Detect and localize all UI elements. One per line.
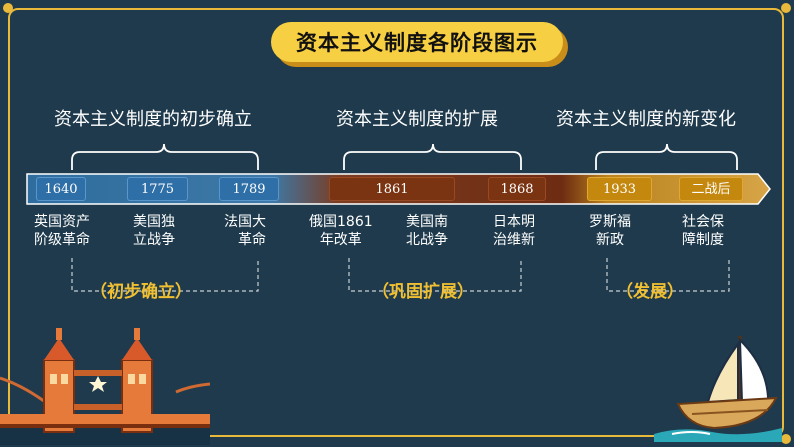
year-box-1789: 1789	[219, 177, 279, 201]
slide-frame	[8, 8, 784, 437]
stage-label-establish: 资本主义制度的初步确立	[54, 109, 252, 130]
tower-bridge-icon	[0, 328, 210, 445]
event-line: 美国独	[133, 214, 175, 230]
summary-change: （发展）	[616, 282, 684, 302]
event-label-social-security: 社会保 障制度	[682, 213, 724, 249]
event-line: 阶级革命	[34, 232, 90, 248]
stage-label-change: 资本主义制度的新变化	[556, 109, 736, 130]
corner-dot	[3, 3, 13, 13]
event-line: 革命	[238, 232, 266, 248]
bracket-change	[595, 143, 738, 170]
year-box-1640: 1640	[36, 177, 86, 201]
sailboat-icon	[654, 336, 782, 442]
event-line: 美国南	[406, 214, 448, 230]
event-line: 北战争	[406, 232, 448, 248]
year-box-1775: 1775	[127, 177, 188, 201]
event-line: 法国大	[224, 214, 266, 230]
dashed-connector-establish	[71, 258, 259, 292]
event-line: 日本明	[493, 214, 535, 230]
event-line: 立战争	[133, 232, 175, 248]
event-label-french-revolution: 法国大 革命	[224, 213, 266, 249]
corner-dot	[781, 434, 791, 444]
stage-label-expand: 资本主义制度的扩展	[336, 109, 498, 130]
year-box-1933: 1933	[587, 177, 652, 201]
event-label-new-deal: 罗斯福 新政	[589, 213, 631, 249]
event-label-meiji-restoration: 日本明 治维新	[493, 213, 535, 249]
event-line: 罗斯福	[589, 214, 631, 230]
event-line: 英国资产	[34, 214, 90, 230]
corner-dot	[781, 3, 791, 13]
page-title: 资本主义制度各阶段图示	[271, 22, 563, 62]
bracket-establish	[71, 143, 259, 170]
event-label-american-independence: 美国独 立战争	[133, 213, 175, 249]
summary-establish: （初步确立）	[90, 282, 192, 302]
year-box-postwar: 二战后	[679, 177, 743, 201]
year-box-1861: 1861	[329, 177, 455, 201]
bracket-expand	[343, 143, 522, 170]
event-label-american-civil-war: 美国南 北战争	[406, 213, 448, 249]
event-line: 新政	[596, 232, 624, 248]
event-label-english-revolution: 英国资产 阶级革命	[34, 213, 90, 249]
event-line: 障制度	[682, 232, 724, 248]
event-line: 治维新	[493, 232, 535, 248]
dashed-connector-change	[606, 258, 730, 292]
dashed-connector-expand	[348, 258, 522, 292]
event-line: 俄国1861	[309, 214, 373, 230]
year-box-1868: 1868	[488, 177, 546, 201]
event-line: 社会保	[682, 214, 724, 230]
event-label-russian-reform: 俄国1861 年改革	[309, 213, 373, 249]
summary-expand: （巩固扩展）	[372, 282, 474, 302]
event-line: 年改革	[319, 232, 362, 248]
